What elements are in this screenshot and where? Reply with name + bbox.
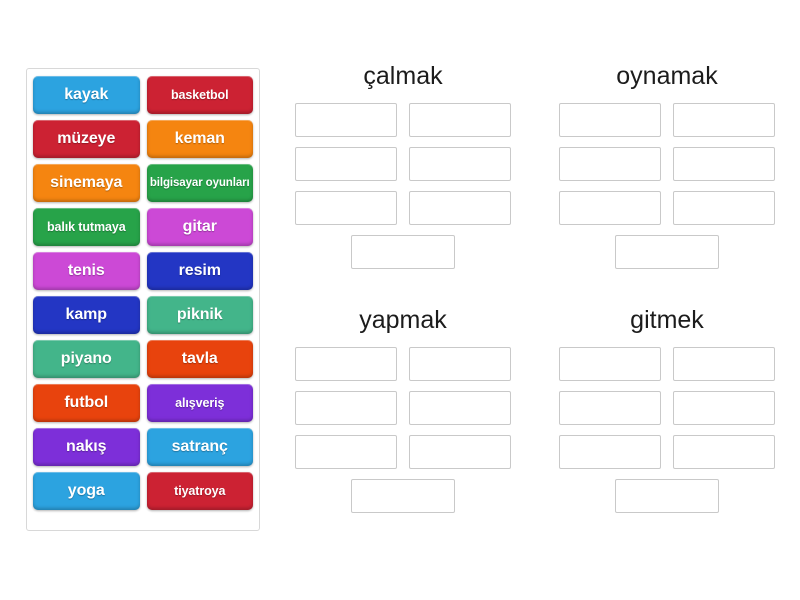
- drop-slot[interactable]: [409, 391, 511, 425]
- drop-slot-grid: [559, 103, 775, 225]
- drop-slot[interactable]: [615, 235, 719, 269]
- drop-slot-row-last: [559, 479, 775, 513]
- word-tile[interactable]: tiyatroya: [146, 472, 253, 510]
- drop-slot[interactable]: [673, 147, 775, 181]
- word-tile[interactable]: tavla: [146, 340, 253, 378]
- drop-slot[interactable]: [409, 347, 511, 381]
- word-tile[interactable]: yoga: [33, 472, 140, 510]
- drop-slot[interactable]: [295, 435, 397, 469]
- drop-slot[interactable]: [559, 347, 661, 381]
- drop-group: çalmak: [285, 64, 521, 290]
- word-tile[interactable]: balık tutmaya: [33, 208, 140, 246]
- drop-slot[interactable]: [351, 479, 455, 513]
- drop-slot[interactable]: [559, 103, 661, 137]
- drop-slot[interactable]: [295, 191, 397, 225]
- drop-slot[interactable]: [673, 103, 775, 137]
- drop-slot[interactable]: [295, 103, 397, 137]
- word-tile[interactable]: futbol: [33, 384, 140, 422]
- word-tile[interactable]: kayak: [33, 76, 140, 114]
- drop-group: gitmek: [549, 308, 785, 534]
- drop-slot[interactable]: [559, 191, 661, 225]
- word-tile[interactable]: müzeye: [33, 120, 140, 158]
- word-tile[interactable]: sinemaya: [33, 164, 140, 202]
- drop-slot-grid: [295, 347, 511, 469]
- drop-slot[interactable]: [673, 347, 775, 381]
- word-tile[interactable]: piyano: [33, 340, 140, 378]
- word-tile[interactable]: tenis: [33, 252, 140, 290]
- word-tile[interactable]: kamp: [33, 296, 140, 334]
- drop-slot[interactable]: [351, 235, 455, 269]
- drop-slot[interactable]: [409, 147, 511, 181]
- word-tile[interactable]: resim: [146, 252, 253, 290]
- word-tile[interactable]: bilgisayar oyunları: [146, 164, 253, 202]
- drop-slot[interactable]: [295, 147, 397, 181]
- drop-slot[interactable]: [295, 391, 397, 425]
- group-title: yapmak: [359, 306, 447, 334]
- drop-slot[interactable]: [295, 347, 397, 381]
- drop-slot[interactable]: [673, 391, 775, 425]
- drop-group-container: çalmak oynamak yapmak gitmek: [285, 64, 785, 534]
- group-title: oynamak: [616, 62, 718, 90]
- drop-slot[interactable]: [409, 435, 511, 469]
- group-title: çalmak: [363, 62, 443, 90]
- drop-group: oynamak: [549, 64, 785, 290]
- word-tile[interactable]: satranç: [146, 428, 253, 466]
- word-tile[interactable]: alışveriş: [146, 384, 253, 422]
- drop-group: yapmak: [285, 308, 521, 534]
- drop-slot[interactable]: [409, 191, 511, 225]
- drop-slot[interactable]: [559, 147, 661, 181]
- drop-slot-grid: [559, 347, 775, 469]
- word-tile[interactable]: nakış: [33, 428, 140, 466]
- drop-slot[interactable]: [559, 435, 661, 469]
- word-tile[interactable]: gitar: [146, 208, 253, 246]
- drop-slot[interactable]: [615, 479, 719, 513]
- drop-slot[interactable]: [409, 103, 511, 137]
- group-title: gitmek: [630, 306, 704, 334]
- drop-slot-row-last: [295, 479, 511, 513]
- drop-slot-grid: [295, 103, 511, 225]
- drop-slot[interactable]: [673, 435, 775, 469]
- drop-slot-row-last: [295, 235, 511, 269]
- drop-slot[interactable]: [673, 191, 775, 225]
- word-tile[interactable]: basketbol: [146, 76, 253, 114]
- drop-slot[interactable]: [559, 391, 661, 425]
- word-tile[interactable]: keman: [146, 120, 253, 158]
- word-tile[interactable]: piknik: [146, 296, 253, 334]
- drop-slot-row-last: [559, 235, 775, 269]
